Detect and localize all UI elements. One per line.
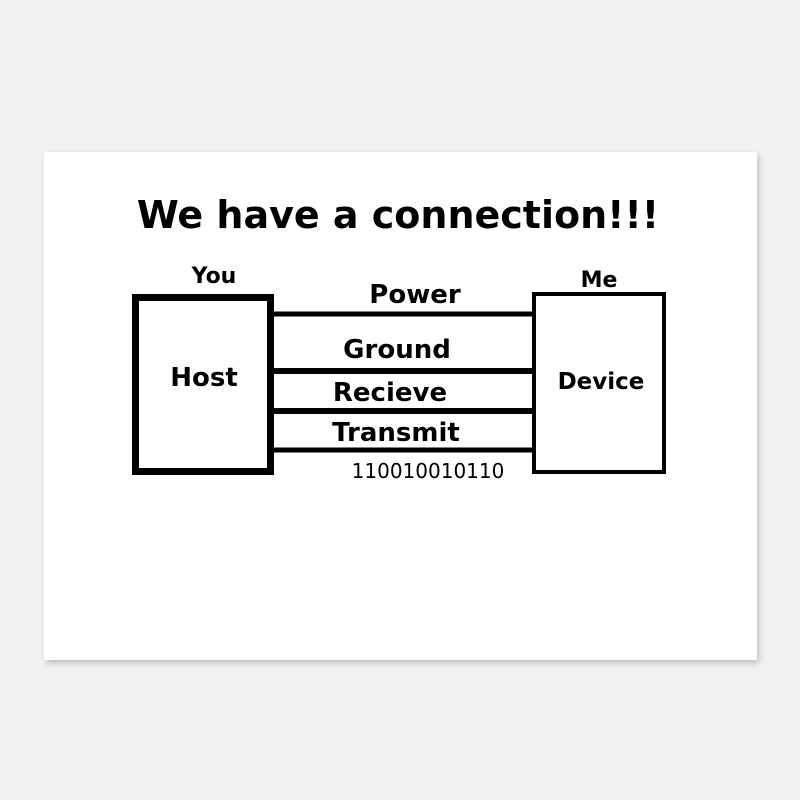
host-box <box>132 294 274 475</box>
ground-label: Ground <box>343 335 451 365</box>
device-role-label: Me <box>581 268 618 293</box>
power-label: Power <box>369 280 461 310</box>
data-stream-bits: 110010010110 <box>352 459 505 483</box>
receive-label: Recieve <box>333 378 447 408</box>
device-box-label: Device <box>558 369 645 395</box>
transmit-label: Transmit <box>332 418 460 448</box>
diagram-title: We have a connection!!! <box>137 193 659 237</box>
host-box-label: Host <box>170 363 238 393</box>
host-role-label: You <box>191 264 237 289</box>
device-box <box>532 292 666 474</box>
